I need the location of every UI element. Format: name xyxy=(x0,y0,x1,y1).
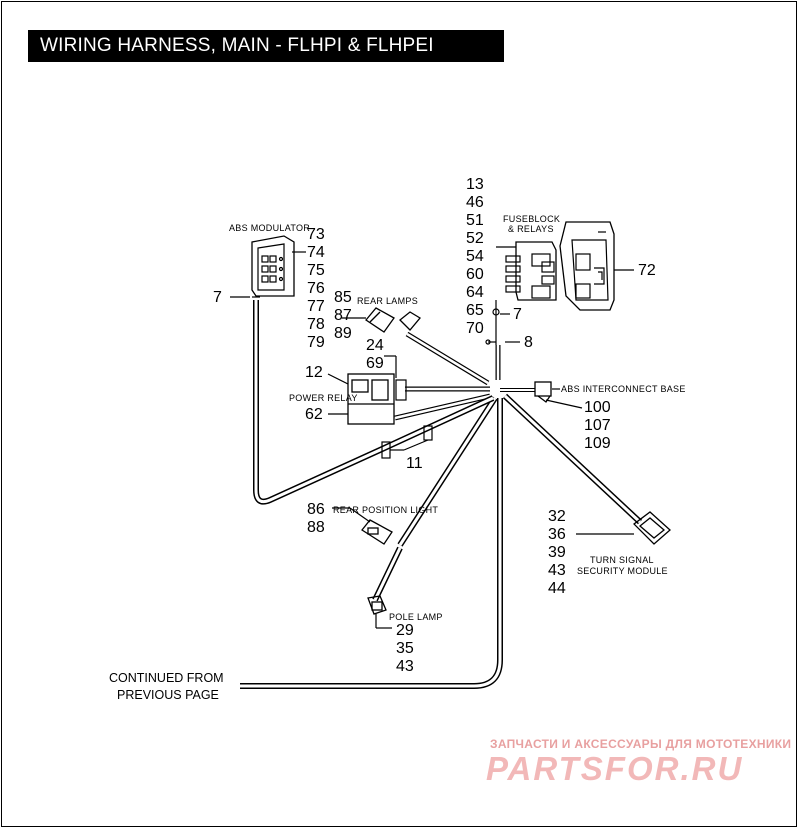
callout-number: 52 xyxy=(466,230,484,247)
rear-lamps-connector-part xyxy=(365,307,421,333)
callout-number: 79 xyxy=(307,334,325,351)
connector-24-69-callouts: 24 69 xyxy=(366,337,384,373)
callout-number: 51 xyxy=(466,212,484,229)
callout-number: 7 xyxy=(513,306,522,323)
callout-number: 86 xyxy=(307,501,325,518)
fuseblock-label-2: & RELAYS xyxy=(508,224,554,234)
harness-branch-continued xyxy=(240,398,503,689)
callout-number: 85 xyxy=(334,289,352,306)
callout-number: 100 xyxy=(584,399,611,416)
callout-number: 24 xyxy=(366,337,384,354)
fuseblock-cover-part xyxy=(559,221,615,311)
page-title: WIRING HARNESS, MAIN - FLHPI & FLHPEI xyxy=(28,30,504,62)
rear-position-label: REAR POSITION LIGHT xyxy=(333,505,439,515)
callout-number: 88 xyxy=(307,519,325,536)
turn-signal-label: TURN SIGNAL xyxy=(590,555,654,565)
callout-number: 35 xyxy=(396,640,414,657)
power-relay-label: POWER RELAY xyxy=(289,393,358,403)
power-relay-part xyxy=(347,373,395,425)
watermark-logo: PARTSFOR.RU xyxy=(486,750,744,787)
callout-number: 29 xyxy=(396,622,414,639)
callout-number: 72 xyxy=(638,262,656,279)
rear-lamps-label: REAR LAMPS xyxy=(357,296,419,306)
fuseblock-callouts: 13 46 51 52 54 60 64 65 70 xyxy=(466,176,484,338)
continued-label-2: PREVIOUS PAGE xyxy=(117,688,219,702)
callout-number: 65 xyxy=(466,302,484,319)
callout-number: 12 xyxy=(305,364,323,381)
turn-signal-module-part xyxy=(633,511,671,545)
callout-number: 87 xyxy=(334,307,352,324)
callout-number: 60 xyxy=(466,266,484,283)
callout-number: 78 xyxy=(307,316,325,333)
rear-position-light-part xyxy=(361,519,393,545)
callout-number: 8 xyxy=(524,334,533,351)
continued-label: CONTINUED FROM xyxy=(109,671,224,685)
callout-number: 76 xyxy=(307,280,325,297)
callout-number: 54 xyxy=(466,248,484,265)
callout-number: 74 xyxy=(307,244,325,261)
callout-number: 32 xyxy=(548,508,566,525)
callout-number: 69 xyxy=(366,355,384,372)
rear-lamps-callouts: 85 87 89 xyxy=(334,289,352,343)
abs-modulator-callouts: 73 74 75 76 77 78 79 xyxy=(307,226,325,352)
turn-signal-label-2: SECURITY MODULE xyxy=(577,566,668,576)
callout-number: 89 xyxy=(334,325,352,342)
abs-modulator-part xyxy=(251,235,295,298)
abs-interconnect-part xyxy=(534,381,552,403)
callout-number: 70 xyxy=(466,320,484,337)
abs-interconnect-label: ABS INTERCONNECT BASE xyxy=(561,384,686,394)
pole-lamp-label: POLE LAMP xyxy=(389,612,443,622)
abs-modulator-label: ABS MODULATOR xyxy=(229,223,311,233)
callout-number: 39 xyxy=(548,544,566,561)
callout-number: 73 xyxy=(307,226,325,243)
callout-number: 64 xyxy=(466,284,484,301)
callout-number: 43 xyxy=(548,562,566,579)
rear-position-callouts: 86 88 xyxy=(307,501,325,537)
callout-number: 43 xyxy=(396,658,414,675)
callout-number: 13 xyxy=(466,176,484,193)
callout-number: 11 xyxy=(406,455,423,472)
callout-number: 36 xyxy=(548,526,566,543)
callout-number: 44 xyxy=(548,580,566,597)
callout-number: 62 xyxy=(305,406,323,423)
callout-number: 7 xyxy=(213,289,222,306)
watermark-text: ЗАПЧАСТИ И АКСЕССУАРЫ ДЛЯ МОТОТЕХНИКИ xyxy=(490,737,792,751)
harness-clip-part xyxy=(381,425,433,459)
callout-number: 107 xyxy=(584,417,611,434)
abs-interconnect-callouts: 100 107 109 xyxy=(584,399,611,453)
fuseblock-label: FUSEBLOCK xyxy=(503,214,561,224)
callout-number: 75 xyxy=(307,262,325,279)
callout-number: 109 xyxy=(584,435,611,452)
pole-lamp-part xyxy=(367,595,387,615)
callout-number: 46 xyxy=(466,194,484,211)
fuseblock-part xyxy=(505,241,557,301)
pole-lamp-callouts: 29 35 43 xyxy=(396,622,414,676)
turn-signal-callouts: 32 36 39 43 44 xyxy=(548,508,566,598)
callout-number: 77 xyxy=(307,298,325,315)
